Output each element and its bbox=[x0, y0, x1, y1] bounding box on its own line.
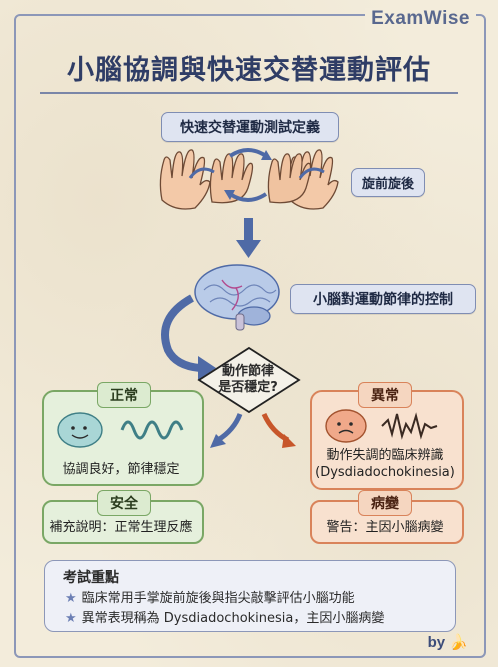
banana-icon: 🍌 bbox=[449, 634, 468, 651]
abnormal-text-line2: (Dysdiadochokinesia) bbox=[315, 465, 455, 480]
exam-item-text: 異常表現稱為 Dysdiadochokinesia，主因小腦病變 bbox=[81, 611, 385, 626]
happy-brain-wave-icon bbox=[57, 412, 184, 448]
abnormal-text: 動作失調的臨床辨識 (Dysdiadochokinesia) bbox=[310, 447, 460, 481]
star-icon: ★ bbox=[65, 591, 77, 606]
rotation-label: 旋前旋後 bbox=[351, 168, 425, 197]
exam-points-box: 考試重點 ★ 臨床常用手掌旋前旋後與指尖敲擊評估小腦功能 ★ 異常表現稱為 Dysd… bbox=[44, 560, 456, 632]
abnormal-text-line1: 動作失調的臨床辨識 bbox=[326, 448, 444, 463]
brain-icon bbox=[194, 264, 280, 331]
definition-label: 快速交替運動測試定義 bbox=[161, 112, 339, 142]
normal-text: 協調良好，節律穩定 bbox=[62, 462, 180, 477]
sad-brain-wave-icon bbox=[325, 409, 438, 443]
disease-text: 警告：主因小腦病變 bbox=[326, 520, 444, 535]
decision-line1: 動作節律 bbox=[221, 364, 274, 379]
page-frame bbox=[14, 14, 486, 658]
exam-item: ★ 臨床常用手掌旋前旋後與指尖敲擊評估小腦功能 bbox=[65, 587, 355, 606]
page-title: 小腦協調與快速交替運動評估 bbox=[67, 55, 431, 86]
safe-tag: 安全 bbox=[97, 490, 151, 516]
curved-arrow-icon bbox=[161, 294, 216, 380]
footer-credit: by 🍌 bbox=[428, 633, 468, 651]
brand-logo: ExamWise bbox=[365, 8, 476, 30]
down-arrow-icon bbox=[236, 218, 261, 258]
branch-arrows bbox=[210, 412, 296, 448]
decision-text: 動作節律 是否穩定? bbox=[198, 364, 298, 396]
exam-item: ★ 異常表現稱為 Dysdiadochokinesia，主因小腦病變 bbox=[65, 607, 384, 626]
normal-tag: 正常 bbox=[97, 382, 151, 408]
abnormal-tag: 異常 bbox=[358, 382, 412, 408]
footer-by: by bbox=[427, 634, 446, 651]
title-divider bbox=[40, 92, 458, 94]
star-icon: ★ bbox=[65, 611, 77, 626]
control-label: 小腦對運動節律的控制 bbox=[290, 284, 476, 314]
decision-line2: 是否穩定? bbox=[218, 380, 278, 395]
disease-tag: 病變 bbox=[358, 490, 412, 516]
rotation-arrows bbox=[224, 148, 272, 202]
exam-item-text: 臨床常用手掌旋前旋後與指尖敲擊評估小腦功能 bbox=[81, 591, 355, 606]
exam-title: 考試重點 bbox=[63, 570, 119, 586]
hands-illustration bbox=[159, 149, 339, 210]
decision-diamond bbox=[197, 346, 301, 414]
safe-text: 補充說明：正常生理反應 bbox=[49, 520, 193, 535]
